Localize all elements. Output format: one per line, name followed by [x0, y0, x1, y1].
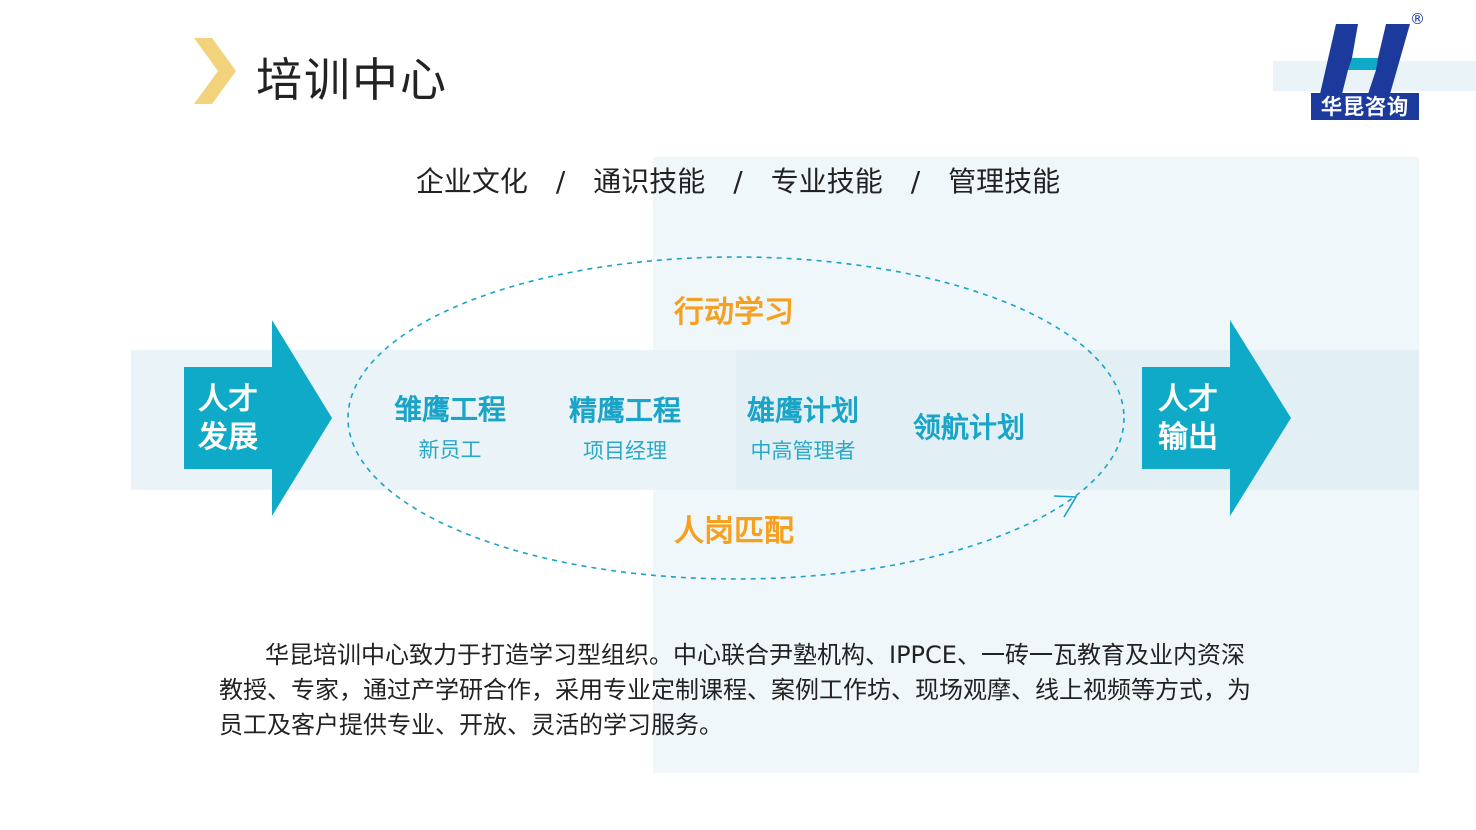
stage-2: 精鹰工程 项目经理 — [555, 389, 695, 465]
cycle-loop — [347, 256, 1125, 580]
logo-icon — [1320, 24, 1410, 94]
input-label-line1: 人才 — [198, 382, 258, 417]
input-arrow — [184, 320, 332, 516]
page-title: 培训中心 — [256, 53, 448, 107]
stage-1: 雏鹰工程 新员工 — [380, 388, 520, 464]
description-line: 员工及客户提供专业、开放、灵活的学习服务。 — [219, 711, 723, 739]
loop-arrowhead — [1053, 495, 1078, 518]
input-label: 人才 发展 — [198, 381, 258, 457]
subject-item: 通识技能 — [593, 165, 706, 198]
input-label-line2: 发展 — [198, 420, 258, 455]
logo-name: 华昆咨询 — [1311, 93, 1419, 120]
separator: / — [555, 165, 566, 198]
output-label-line2: 输出 — [1158, 420, 1218, 455]
stage-title: 领航计划 — [912, 411, 1025, 444]
description-paragraph: 华昆培训中心致力于打造学习型组织。中心联合尹塾机构、IPPCE、一砖一瓦教育及业… — [219, 638, 1309, 743]
output-arrow — [1142, 320, 1291, 516]
description-line: 华昆培训中心致力于打造学习型组织。中心联合尹塾机构、IPPCE、一砖一瓦教育及业… — [265, 641, 1245, 669]
separator: / — [910, 165, 921, 198]
flow-band-shade — [736, 350, 1419, 490]
stage-3: 雄鹰计划 中高管理者 — [728, 389, 878, 465]
registered-mark: ® — [1410, 10, 1425, 28]
subject-item: 专业技能 — [770, 165, 883, 198]
stage-title: 精鹰工程 — [568, 394, 681, 427]
subjects-line: 企业文化 / 通识技能 / 专业技能 / 管理技能 — [0, 160, 1476, 200]
subject-item: 企业文化 — [415, 165, 528, 198]
separator: / — [733, 165, 743, 198]
stage-title: 雄鹰计划 — [746, 394, 859, 427]
output-label: 人才 输出 — [1158, 381, 1218, 457]
stage-subtitle: 新员工 — [418, 438, 482, 462]
bottom-label: 人岗匹配 — [674, 514, 794, 549]
subject-item: 管理技能 — [948, 165, 1061, 198]
output-label-line1: 人才 — [1158, 382, 1218, 417]
stage-4: 领航计划 — [899, 406, 1039, 446]
chevron-right-icon — [194, 38, 236, 104]
stage-subtitle: 项目经理 — [583, 439, 667, 463]
top-label: 行动学习 — [674, 295, 794, 330]
description-line: 教授、专家，通过产学研合作，采用专业定制课程、案例工作坊、现场观摩、线上视频等方… — [219, 676, 1251, 704]
stage-subtitle: 中高管理者 — [750, 439, 856, 463]
stage-title: 雏鹰工程 — [393, 393, 506, 426]
